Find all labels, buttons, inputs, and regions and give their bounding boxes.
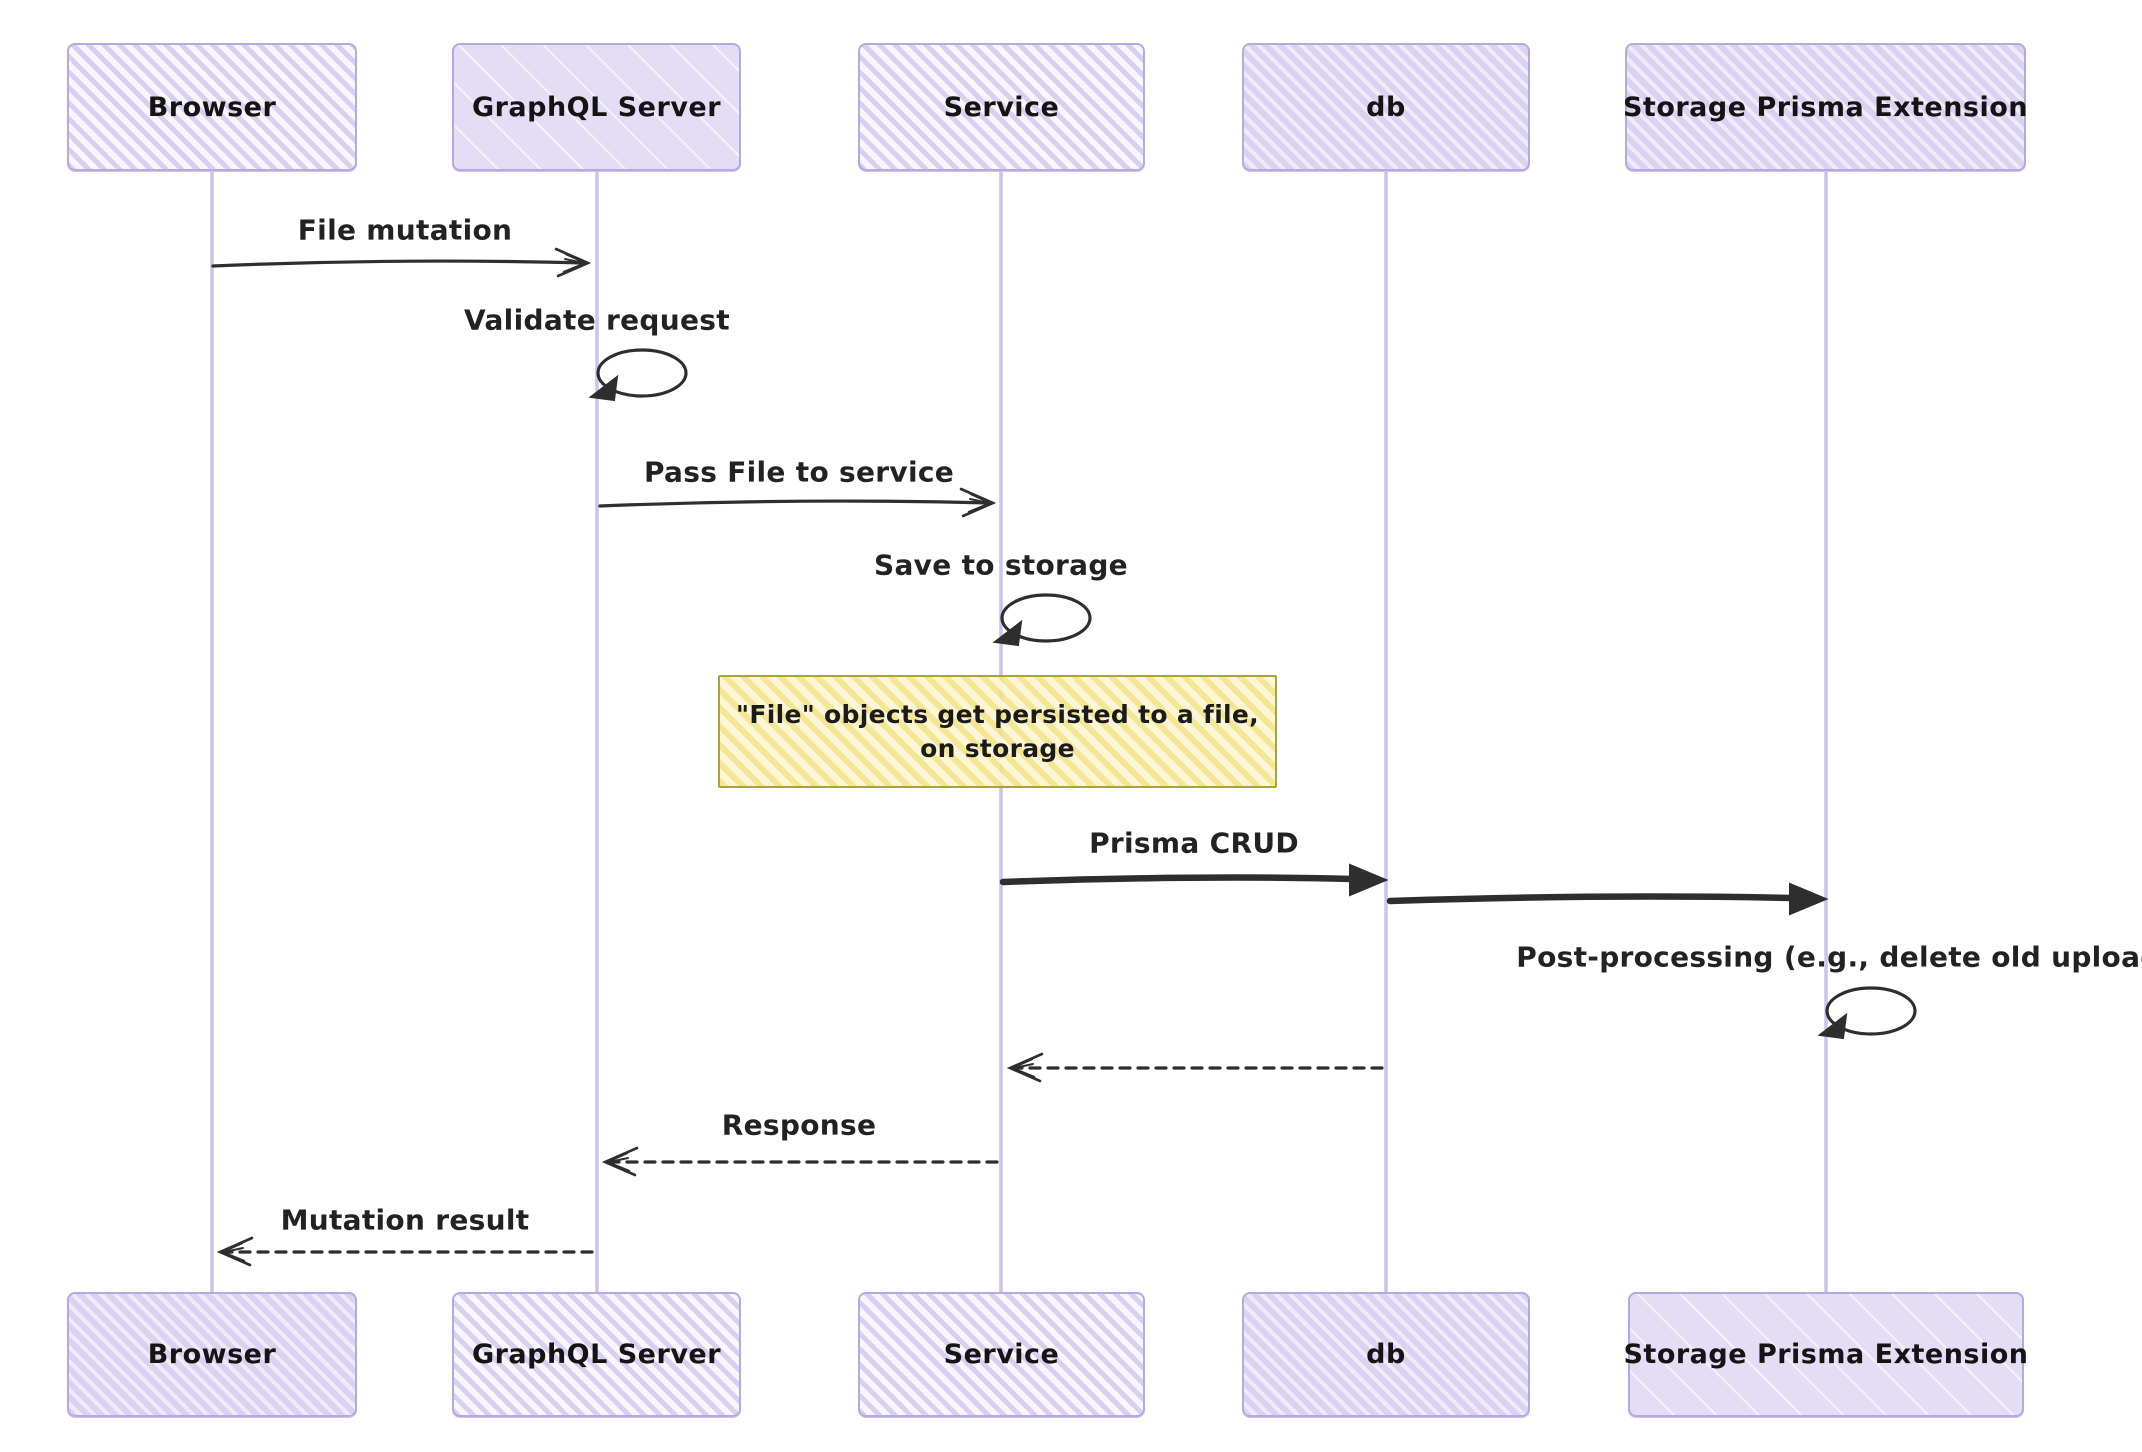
message-arrow-db-to-service-return xyxy=(1006,1052,1384,1083)
actor-bottom-graphql-server: GraphQL Server xyxy=(452,1292,741,1417)
message-arrow-mutation-result xyxy=(216,1236,594,1267)
actor-label: Browser xyxy=(147,1339,277,1370)
message-label-save-to-storage: Save to storage xyxy=(874,548,1128,582)
message-arrow-file-mutation xyxy=(211,247,592,278)
actor-bottom-service: Service xyxy=(858,1292,1145,1417)
actor-label: Storage Prisma Extension xyxy=(1623,1339,2029,1370)
message-label-prisma-crud: Prisma CRUD xyxy=(1089,826,1299,860)
actor-label: db xyxy=(1366,1339,1406,1370)
message-arrow-response xyxy=(601,1146,999,1177)
message-arrow-save-to-storage-loop xyxy=(992,593,1092,647)
actor-top-storage-prisma-extension: Storage Prisma Extension xyxy=(1622,43,2029,171)
message-label-file-mutation: File mutation xyxy=(297,213,513,247)
message-arrow-prisma-crud xyxy=(999,863,1389,897)
message-arrow-db-to-storage xyxy=(1386,882,1829,916)
actor-label: GraphQL Server xyxy=(471,1339,722,1370)
actor-bottom-storage-prisma-extension: Storage Prisma Extension xyxy=(1623,1292,2028,1417)
message-arrow-validate-request-loop xyxy=(588,348,688,402)
message-label-response: Response xyxy=(721,1108,877,1142)
actor-top-db: db xyxy=(1242,43,1530,171)
actor-label: db xyxy=(1366,91,1406,123)
actor-top-graphql-server: GraphQL Server xyxy=(452,43,741,171)
message-label-pass-file-to-service: Pass File to service xyxy=(643,455,955,489)
note-file-persisted: "File" objects get persisted to a file, … xyxy=(718,675,1277,788)
message-label-post-processing: Post-processing (e.g., delete old upload… xyxy=(1516,940,2142,974)
message-arrow-post-processing-loop xyxy=(1817,986,1917,1040)
actor-label: Service xyxy=(943,1339,1060,1370)
message-arrow-pass-file-to-service xyxy=(598,487,997,518)
actor-top-browser: Browser xyxy=(67,43,357,171)
actor-label: GraphQL Server xyxy=(471,91,722,123)
actor-label: Storage Prisma Extension xyxy=(1622,91,2029,123)
actor-label: Service xyxy=(943,91,1060,123)
actor-label: Browser xyxy=(147,91,277,123)
actor-top-service: Service xyxy=(858,43,1145,171)
actor-bottom-browser: Browser xyxy=(67,1292,357,1417)
message-label-validate-request: Validate request xyxy=(464,303,730,337)
actor-bottom-db: db xyxy=(1242,1292,1530,1417)
message-label-mutation-result: Mutation result xyxy=(280,1203,530,1237)
